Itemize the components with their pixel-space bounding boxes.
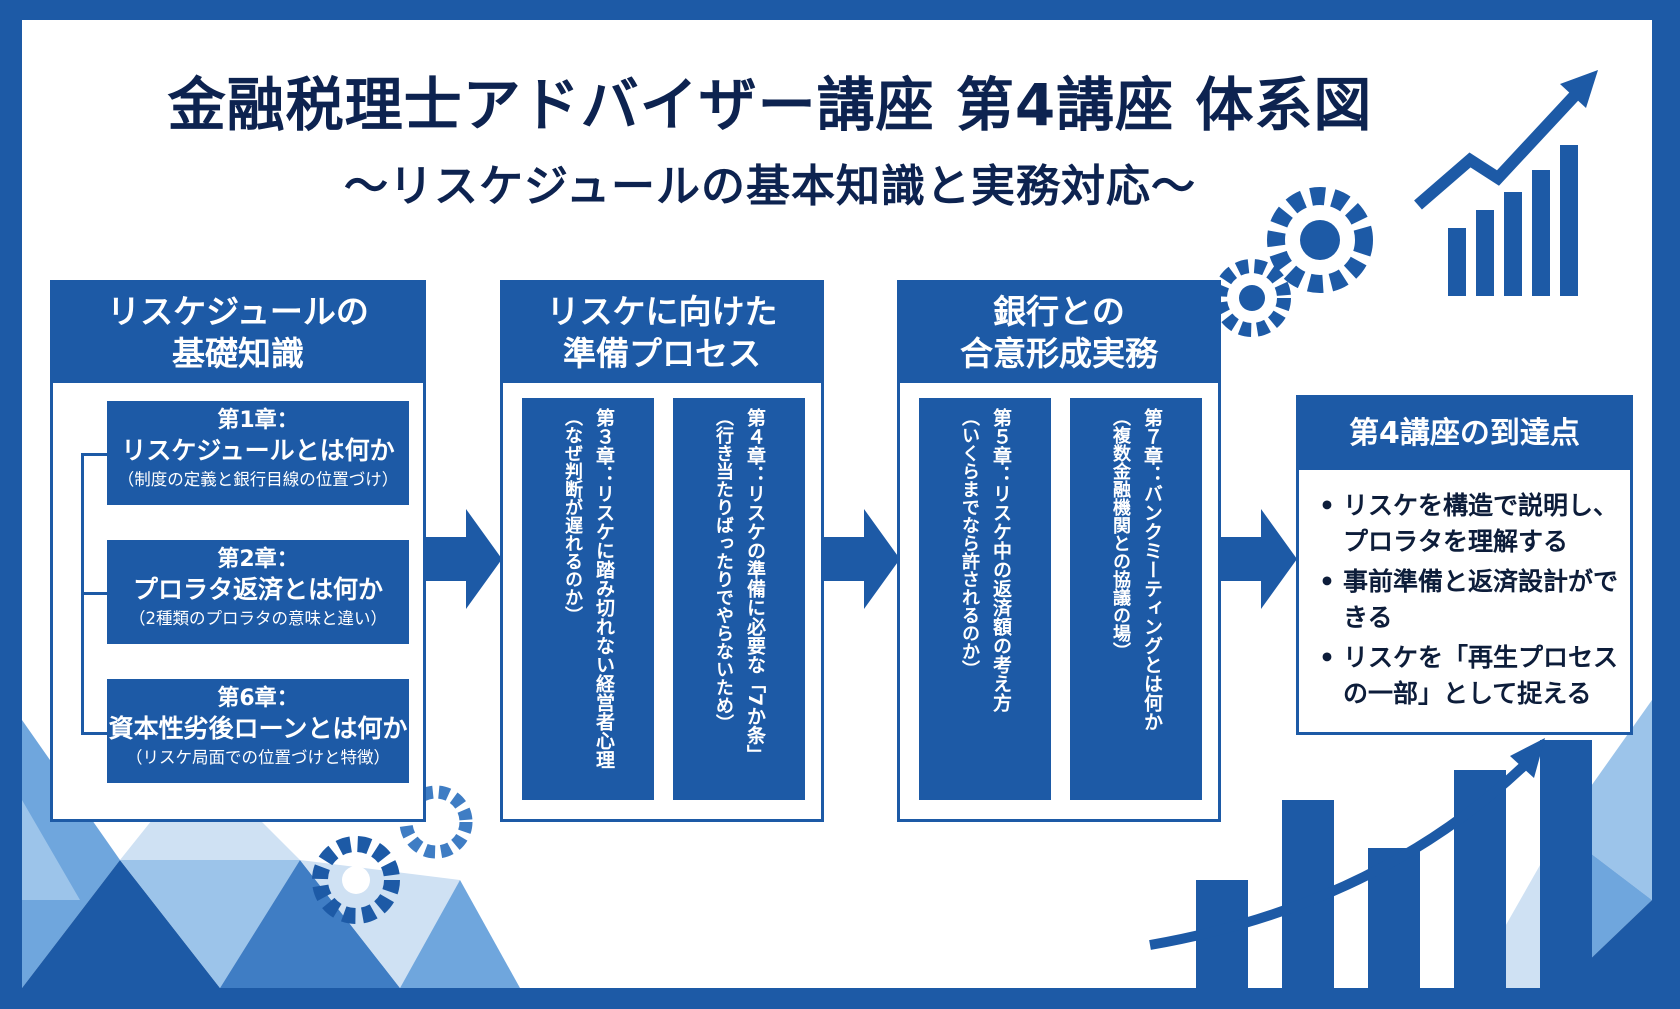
column-bank-consensus: 銀行との 合意形成実務 第５章：リスケ中の返済額の考え方 （いくらまでなら許され… [897,280,1221,822]
column-heading-line: 合意形成実務 [960,334,1158,373]
growth-arrow-icon [1149,738,1545,950]
column-basic-knowledge: リスケジュールの 基礎知識 第1章： リスケジュールとは何か （制度の定義と銀行… [50,280,426,822]
chapter-description: （制度の定義と銀行目線の位置づけ） [117,470,399,489]
column-heading-line: リスケジュールの [107,292,369,331]
chapter-number: 第6章： [217,686,299,711]
chapter-box: 第2章： プロラタ返済とは何か （2種類のプロラタの意味と違い） [107,540,409,644]
chapter-number: 第1章： [217,408,299,433]
chapter-description: （行き当たりばったりでやらないため） [713,408,734,732]
page-title: 金融税理士アドバイザー講座 第4講座 体系図 [167,71,1373,139]
gear-icon [312,785,473,924]
chapter-description: （複数金融機関との協議の場） [1110,408,1131,660]
chapter-box: 第３章：リスケに踏み切れない経営者心理 （なぜ判断が遅れるのか） [522,398,654,800]
column-heading-line: 基礎知識 [172,334,304,373]
right-arrow-icon [1221,509,1297,609]
column-heading-line: 準備プロセス [563,334,761,373]
goal-item: リスケを構造で説明し、プロラタを理解する [1319,488,1620,560]
chapter-description: （リスケ局面での位置づけと特徴） [126,748,390,767]
chapter-box: 第6章： 資本性劣後ローンとは何か （リスケ局面での位置づけと特徴） [107,679,409,783]
chapter-box: 第４章：リスケの準備に必要な「7か条」 （行き当たりばったりでやらないため） [673,398,805,800]
right-arrow-icon [824,509,900,609]
gear-icon [1213,187,1373,337]
goal-item: 事前準備と返済設計ができる [1319,564,1620,636]
chapter-number: 第2章： [217,547,299,572]
chapter-title: 第４章：リスケの準備に必要な「7か条」 [744,408,766,764]
right-arrow-icon [426,509,502,609]
bar-chart-icon [1448,145,1578,296]
chapter-box: 第1章： リスケジュールとは何か （制度の定義と銀行目線の位置づけ） [107,401,409,505]
chapter-title: リスケジュールとは何か [121,436,395,465]
column-heading: リスケに向けた 準備プロセス [503,283,821,383]
goal-heading: 第4講座の到達点 [1299,398,1630,470]
goal-box: 第4講座の到達点 リスケを構造で説明し、プロラタを理解する 事前準備と返済設計が… [1296,395,1633,735]
chapter-description: （いくらまでなら許されるのか） [959,408,980,678]
page-subtitle: 〜リスケジュールの基本知識と実務対応〜 [344,161,1196,212]
chapter-title: 第５章：リスケ中の返済額の考え方 [990,408,1012,712]
chapter-description: （2種類のプロラタの意味と違い） [129,609,387,628]
chapter-title: 第３章：リスケに踏み切れない経営者心理 [593,408,615,769]
chapter-box: 第７章：バンクミーティングとは何か （複数金融機関との協議の場） [1070,398,1202,800]
chapter-connector [81,592,107,595]
column-heading-line: リスケに向けた [546,292,778,331]
chapter-description: （なぜ判断が遅れるのか） [562,408,583,624]
column-heading: リスケジュールの 基礎知識 [53,283,423,383]
column-preparation-process: リスケに向けた 準備プロセス 第３章：リスケに踏み切れない経営者心理 （なぜ判断… [500,280,824,822]
goal-item: リスケを「再生プロセスの一部」として捉える [1319,640,1620,712]
chapter-title: プロラタ返済とは何か [132,575,383,604]
growth-arrow-icon [1414,70,1598,210]
column-heading-line: 銀行との [993,292,1125,331]
chapter-box: 第５章：リスケ中の返済額の考え方 （いくらまでなら許されるのか） [919,398,1051,800]
column-heading: 銀行との 合意形成実務 [900,283,1218,383]
chapter-title: 第７章：バンクミーティングとは何か [1141,408,1163,731]
goal-list: リスケを構造で説明し、プロラタを理解する 事前準備と返済設計ができる リスケを「… [1299,488,1630,712]
chapter-title: 資本性劣後ローンとは何か [108,714,408,743]
